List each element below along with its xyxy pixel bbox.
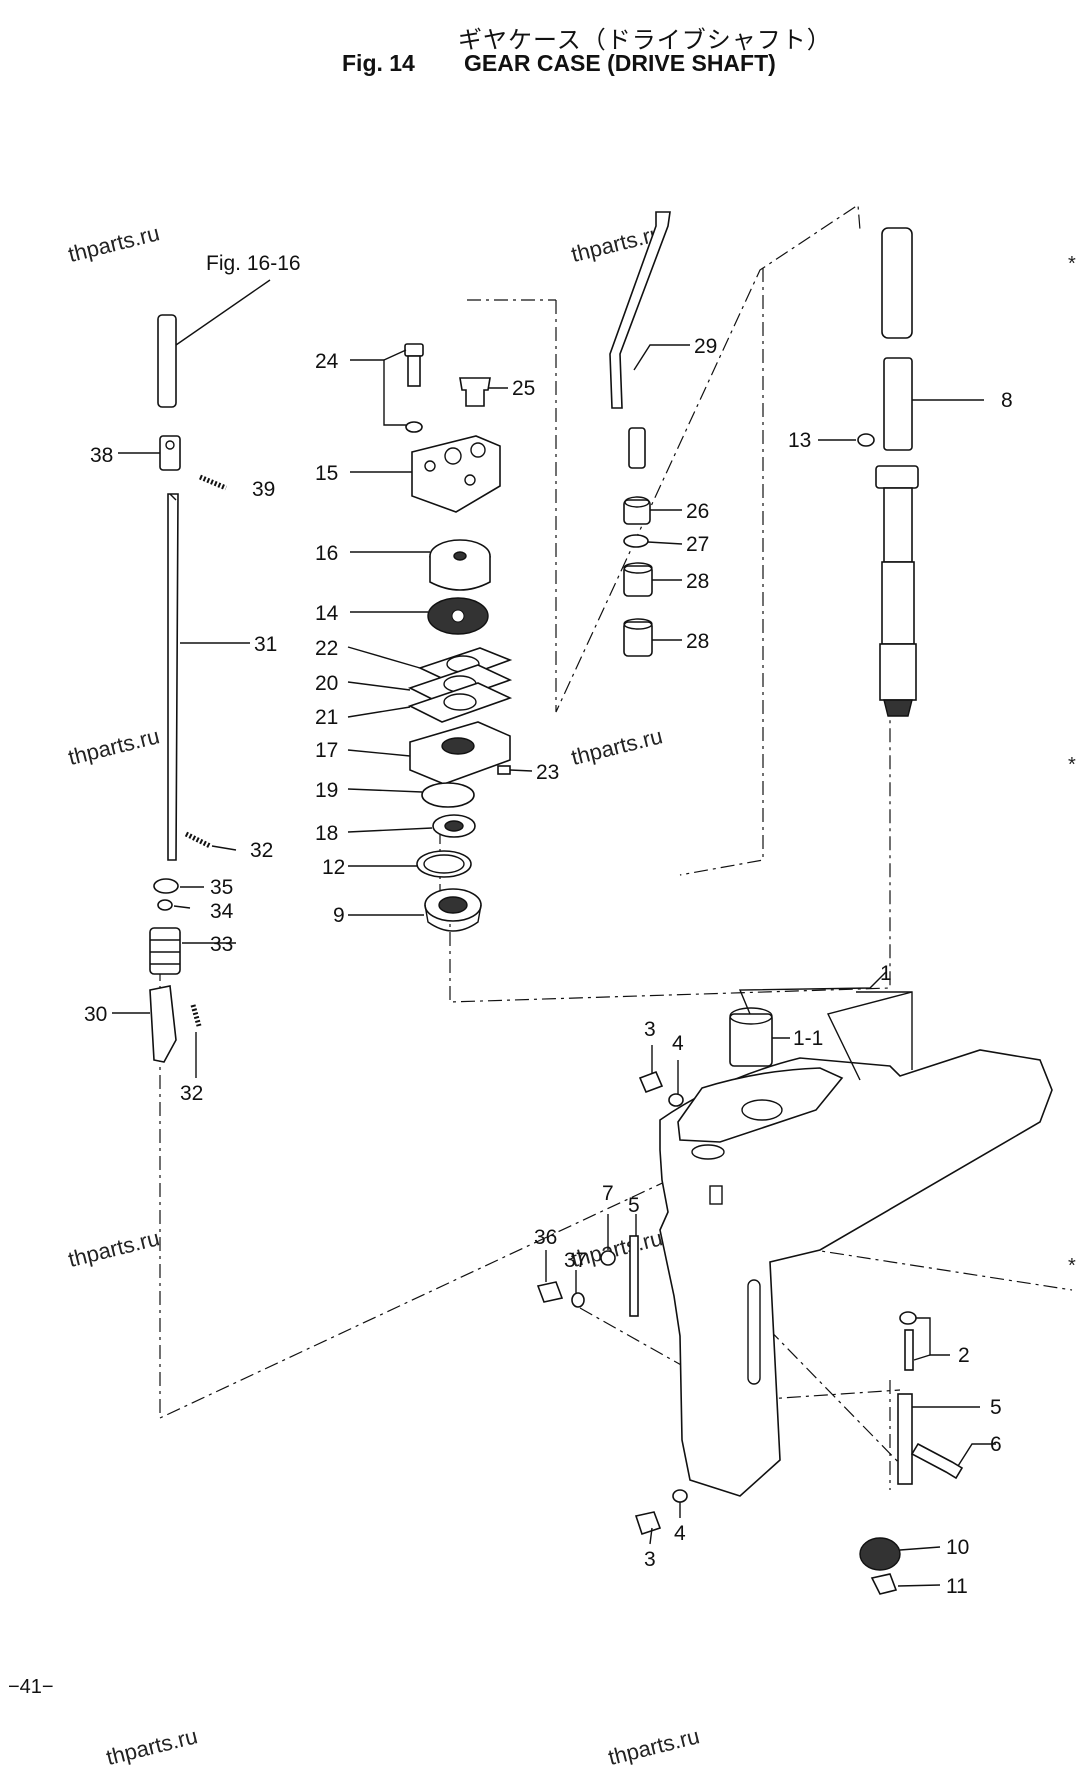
callout-30: 30 — [84, 1003, 107, 1026]
anode-5-upper — [629, 1235, 639, 1317]
callout-29: 29 — [694, 335, 717, 358]
callout-8: 8 — [1001, 389, 1013, 412]
rod-joint-38 — [159, 435, 181, 471]
bolt-24 — [404, 343, 424, 433]
callout-5-lower: 5 — [990, 1396, 1002, 1419]
drive-shaft-8 — [875, 227, 919, 717]
pump-case-17 — [409, 721, 511, 785]
washer-4-upper — [668, 1093, 684, 1107]
callout-1: 1 — [880, 962, 892, 985]
ring-27 — [623, 534, 649, 548]
o-ring-34 — [157, 899, 173, 911]
callout-10: 10 — [946, 1536, 969, 1559]
callout-24: 24 — [315, 350, 339, 373]
shift-rod-upper — [157, 314, 177, 408]
bolt-3-upper — [638, 1070, 664, 1094]
callout-20: 20 — [315, 672, 338, 695]
callout-17: 17 — [315, 739, 338, 762]
callout-15: 15 — [315, 462, 338, 485]
shift-cam-30 — [149, 985, 177, 1063]
washer-4-lower — [672, 1489, 688, 1503]
callout-1-1: 1-1 — [793, 1027, 823, 1050]
callout-35: 35 — [210, 876, 233, 899]
callout-13: 13 — [788, 429, 811, 452]
callout-34: 34 — [210, 900, 234, 923]
callout-18: 18 — [315, 822, 338, 845]
callout-21: 21 — [315, 706, 338, 729]
callout-6: 6 — [990, 1433, 1002, 1456]
callout-11: 11 — [946, 1575, 968, 1598]
figure-title: GEAR CASE (DRIVE SHAFT) — [464, 50, 776, 76]
callout-4-lower: 4 — [674, 1522, 686, 1545]
nut-7 — [600, 1250, 616, 1266]
callout-36: 36 — [534, 1226, 557, 1249]
plug-36 — [536, 1281, 564, 1303]
callout-14: 14 — [315, 602, 339, 625]
callout-37: 37 — [564, 1249, 587, 1272]
pin-39 — [199, 474, 227, 491]
bolt-2 — [899, 1311, 917, 1371]
circlip-12 — [416, 850, 472, 878]
pinion-gear-10 — [859, 1537, 901, 1571]
callout-19: 19 — [315, 779, 338, 802]
callout-3-upper: 3 — [644, 1018, 656, 1041]
nut-11 — [870, 1573, 898, 1595]
o-ring-19 — [421, 782, 475, 808]
figure-number: Fig. 14 — [342, 50, 415, 76]
callout-12: 12 — [322, 856, 345, 879]
rod-seal-33 — [149, 927, 181, 975]
pin-32-upper — [184, 831, 212, 849]
callout-16: 16 — [315, 542, 338, 565]
callout-9: 9 — [333, 904, 345, 927]
reference-label: Fig. 16-16 — [206, 252, 301, 275]
callout-28-upper: 28 — [686, 570, 709, 593]
grommet-25 — [459, 377, 491, 407]
key-13 — [857, 433, 875, 447]
callout-33: 33 — [210, 933, 233, 956]
callout-32-lower: 32 — [180, 1082, 203, 1105]
callout-25: 25 — [512, 377, 535, 400]
callout-32-upper: 32 — [250, 839, 273, 862]
edge-mark: * — [1068, 1255, 1076, 1277]
dowel-pin-23 — [497, 765, 511, 775]
callout-27: 27 — [686, 533, 709, 556]
callout-2: 2 — [958, 1344, 970, 1367]
callout-23: 23 — [536, 761, 559, 784]
edge-mark: * — [1068, 754, 1076, 776]
rubber-seal-28-lower — [623, 618, 653, 657]
rubber-seal-28-upper — [623, 562, 653, 597]
water-tube-29 — [609, 211, 671, 469]
insert-cartridge-16 — [429, 539, 491, 591]
gasket-37 — [571, 1292, 585, 1308]
bolt-6 — [910, 1442, 964, 1480]
callout-7: 7 — [602, 1182, 614, 1205]
needle-bearing-1-1 — [729, 1007, 773, 1067]
pin-32-lower — [190, 1004, 202, 1027]
callout-31: 31 — [254, 633, 277, 656]
title-japanese: ギヤケース（ドライブシャフト） — [458, 26, 832, 54]
callout-22: 22 — [315, 637, 338, 660]
callout-3-lower: 3 — [644, 1548, 656, 1571]
bolt-3-lower — [634, 1511, 662, 1536]
bearing-9 — [424, 888, 482, 932]
callout-5-upper: 5 — [628, 1194, 640, 1217]
callout-28-lower: 28 — [686, 630, 709, 653]
edge-mark: * — [1068, 253, 1076, 275]
shift-rod-31 — [167, 493, 179, 861]
callout-39: 39 — [252, 478, 275, 501]
page-number: −41− — [8, 1676, 54, 1698]
callout-26: 26 — [686, 500, 709, 523]
o-ring-35 — [153, 878, 179, 894]
grommet-26 — [623, 496, 651, 525]
lower-casing-1 — [659, 1049, 1053, 1497]
gasket-21 — [407, 682, 513, 723]
pump-housing-15 — [411, 435, 501, 513]
impeller-14 — [427, 597, 489, 635]
oil-seal-18 — [432, 814, 476, 838]
callout-4-upper: 4 — [672, 1032, 684, 1055]
anode-5-lower — [897, 1393, 913, 1485]
callout-38: 38 — [90, 444, 113, 467]
